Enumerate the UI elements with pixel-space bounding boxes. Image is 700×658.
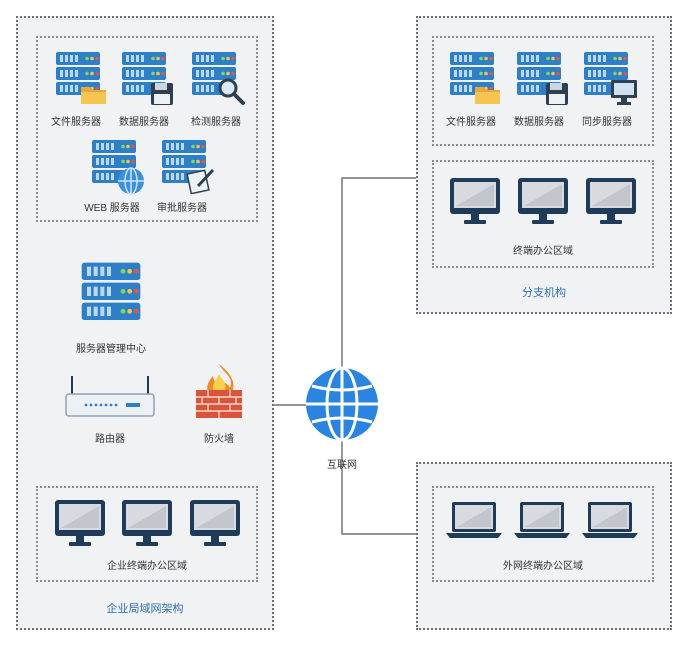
globe-icon — [118, 167, 144, 195]
branch-office-zone — [416, 16, 672, 314]
external-terminal-zone — [432, 486, 654, 582]
server-group-zone — [36, 36, 258, 222]
laptop[interactable] — [582, 502, 638, 540]
web-server[interactable] — [90, 138, 150, 196]
floppy-disk-icon — [546, 83, 568, 105]
pc-monitor[interactable] — [586, 178, 636, 224]
folder-icon — [81, 87, 106, 104]
router-icon — [65, 376, 155, 417]
laptop[interactable] — [446, 502, 502, 540]
folder-icon — [475, 87, 500, 104]
enterprise-office-zone-label: 企业终端办公区域 — [107, 561, 187, 572]
web-server-label: WEB 服务器 — [84, 203, 140, 214]
file-server-label: 文件服务器 — [51, 117, 101, 128]
branch-file-server[interactable] — [448, 50, 504, 108]
external-office-zone-label: 外网终端办公区域 — [503, 561, 583, 572]
monitor-icon — [190, 500, 240, 546]
pc-monitor[interactable] — [190, 500, 240, 546]
detection-server-label: 检测服务器 — [191, 117, 241, 128]
file-server[interactable] — [54, 50, 110, 108]
router-label: 路由器 — [95, 434, 125, 445]
data-server-label: 数据服务器 — [119, 117, 169, 128]
enterprise-office-zone — [36, 486, 258, 582]
branch-title: 分支机构 — [522, 287, 566, 299]
firewall[interactable] — [194, 362, 244, 420]
enterprise-lan-title: 企业局域网架构 — [106, 603, 184, 615]
branch-data-server-label: 数据服务器 — [514, 117, 564, 128]
monitor-icon — [55, 500, 105, 546]
pc-monitor[interactable] — [122, 500, 172, 546]
globe-icon — [306, 366, 378, 442]
router[interactable] — [64, 374, 156, 418]
branch-sync-server-label: 同步服务器 — [582, 117, 632, 128]
magnifier-icon — [218, 78, 245, 105]
monitor-icon — [586, 178, 636, 224]
firewall-label: 防火墙 — [204, 434, 234, 445]
pc-monitor[interactable] — [55, 500, 105, 546]
branch-file-server-label: 文件服务器 — [446, 117, 496, 128]
approval-server-label: 审批服务器 — [157, 203, 207, 214]
laptop[interactable] — [514, 502, 570, 540]
monitor-icon — [518, 178, 568, 224]
server-center-label: 服务器管理中心 — [76, 344, 146, 355]
laptop-icon — [446, 502, 502, 538]
pc-monitor[interactable] — [518, 178, 568, 224]
external-network-zone — [416, 462, 672, 630]
branch-terminal-zone — [432, 160, 654, 268]
data-server[interactable] — [120, 50, 176, 108]
laptop-icon — [514, 502, 570, 538]
document-pen-icon — [186, 168, 215, 194]
floppy-disk-icon — [151, 83, 173, 105]
approval-server[interactable] — [160, 138, 220, 196]
branch-data-server[interactable] — [515, 50, 571, 108]
internet-label: 互联网 — [327, 460, 357, 471]
server-management-center[interactable] — [79, 256, 143, 328]
laptop-icon — [582, 502, 638, 538]
monitor-icon — [122, 500, 172, 546]
monitor-icon — [611, 80, 637, 105]
pc-monitor[interactable] — [450, 178, 500, 224]
branch-sync-server[interactable] — [582, 50, 642, 108]
internet-globe[interactable] — [304, 366, 380, 442]
branch-office-zone-label: 终端办公区域 — [513, 246, 573, 257]
firewall-icon — [196, 364, 242, 418]
server-icon — [81, 262, 141, 320]
branch-server-group — [432, 36, 654, 146]
monitor-icon — [450, 178, 500, 224]
detection-server[interactable] — [190, 50, 250, 108]
